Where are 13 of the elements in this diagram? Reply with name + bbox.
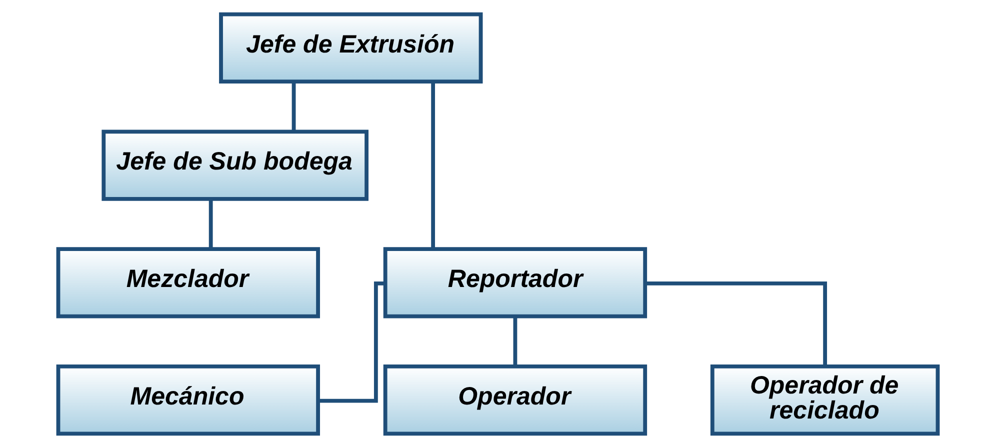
connector: [430, 82, 434, 248]
connector: [512, 316, 517, 366]
node-box: Operador de reciclado: [710, 364, 940, 436]
node-box: Operador: [382, 364, 647, 436]
connector: [318, 282, 385, 403]
connector: [644, 282, 827, 366]
node-box: Reportador: [382, 247, 647, 318]
node-box: Mecánico: [56, 364, 320, 436]
node-box: Jefe de Extrusión: [218, 12, 482, 84]
connector: [291, 82, 296, 132]
connector: [208, 199, 212, 249]
node-box: Mezclador: [56, 247, 320, 318]
node-box: Jefe de Sub bodega: [101, 130, 368, 201]
